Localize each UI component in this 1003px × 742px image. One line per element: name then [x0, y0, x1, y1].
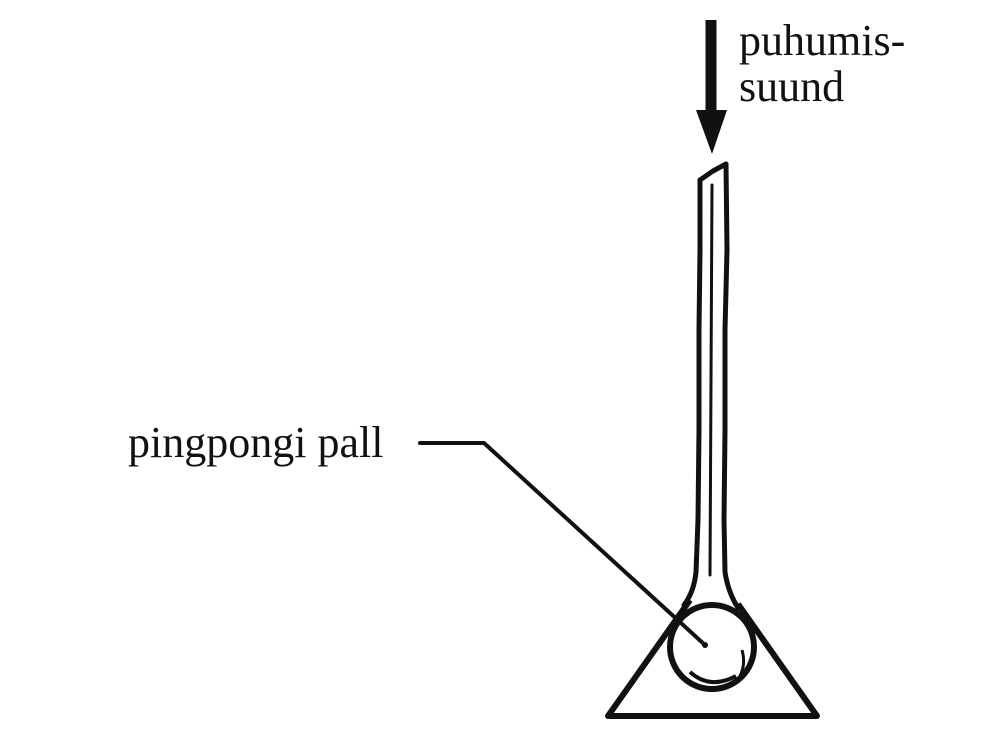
- tube-right-wall: [721, 161, 741, 611]
- funnel-cone: [605, 598, 820, 719]
- blow-direction-label-line2: suund: [739, 62, 844, 111]
- pingpong-ball: [667, 602, 757, 692]
- ball-shading: [688, 670, 737, 684]
- leader-dot: [702, 642, 708, 648]
- ball-shading-2: [738, 649, 746, 677]
- funnel-tube: [681, 161, 741, 611]
- arrow-head: [696, 110, 727, 154]
- ball-label: pingpongi pall: [128, 418, 383, 467]
- tube-left-wall: [681, 177, 703, 608]
- cone-outline: [605, 598, 820, 719]
- blow-direction-label-line1: puhumis-: [739, 16, 905, 65]
- ball-outline: [667, 602, 757, 692]
- blow-direction-arrow: [696, 20, 727, 154]
- tube-inner-line: [708, 183, 714, 577]
- tube-top-rim: [697, 161, 729, 183]
- ball-leader-line: [418, 441, 708, 648]
